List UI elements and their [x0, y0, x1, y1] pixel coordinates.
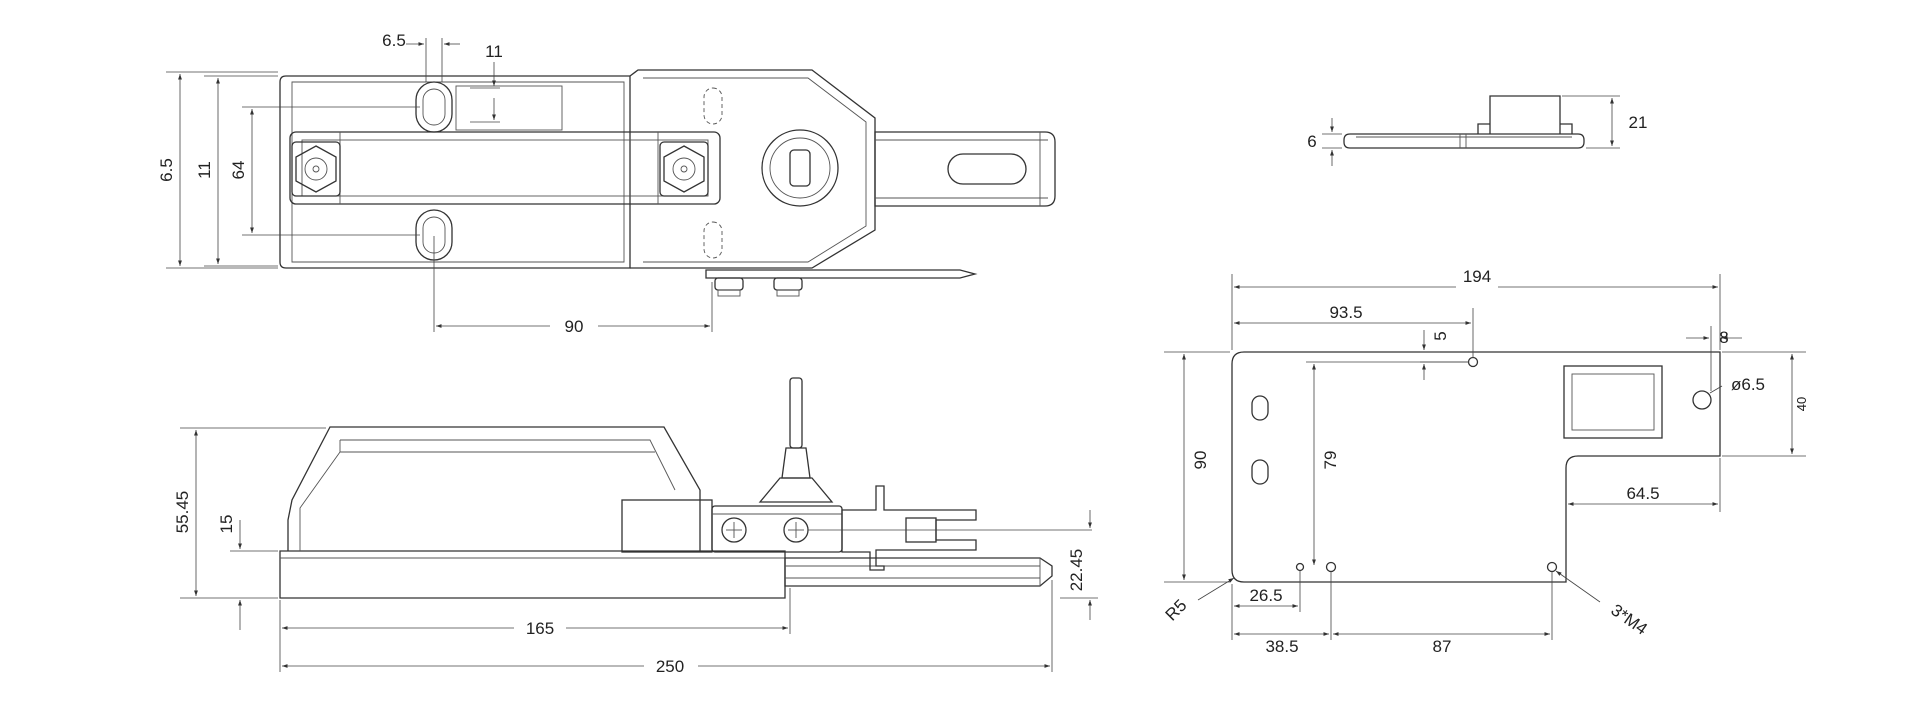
left-hex-bolt — [291, 141, 341, 197]
dim-6-side: 6 — [1307, 132, 1316, 151]
right-hex-bolt — [659, 141, 709, 197]
dim-55-45: 55.45 — [173, 491, 192, 534]
dim-38-5: 38.5 — [1265, 637, 1298, 656]
right-screw — [783, 517, 809, 543]
dim-6-5: 6.5 — [382, 31, 406, 50]
side-view: 6 21 — [1307, 95, 1648, 166]
side-view-dimensions: 6 21 — [1307, 95, 1648, 166]
dim-11: 11 — [485, 42, 503, 61]
dim-79: 79 — [1321, 451, 1340, 470]
dim-dia-6-5: ø6.5 — [1731, 375, 1765, 394]
side-view-body — [1343, 95, 1585, 149]
dim-8: 8 — [1719, 328, 1728, 347]
dim-42-5: 64 — [229, 161, 248, 180]
dim-64: 6.5 — [157, 158, 176, 182]
dim-250: 250 — [656, 657, 684, 676]
dim-90-plate: 90 — [1191, 451, 1210, 470]
dim-64-5: 64.5 — [1626, 484, 1659, 503]
front-view-dimensions: 55.45 15 22.45 165 250 — [173, 427, 1098, 676]
top-view-body — [279, 69, 1056, 297]
plate-view-dimensions: 194 93.5 5 8 ø6.5 40 — [1162, 267, 1809, 656]
left-screw — [721, 517, 747, 543]
dim-165: 165 — [526, 619, 554, 638]
top-view-dimensions: 6.5 11 64 6.5 11 90 — [157, 31, 713, 336]
top-view: 6.5 11 64 6.5 11 90 — [157, 31, 1056, 336]
dim-3-m4: 3*M4 — [1607, 600, 1650, 638]
dim-194: 194 — [1463, 267, 1491, 286]
dim-90-top: 90 — [565, 317, 584, 336]
dim-40: 40 — [1794, 397, 1809, 411]
dim-r5: R5 — [1162, 596, 1191, 625]
dim-26-5: 26.5 — [1249, 586, 1282, 605]
dim-5: 5 — [1431, 331, 1450, 340]
dim-93-5: 93.5 — [1329, 303, 1362, 322]
dim-15: 15 — [217, 515, 236, 534]
front-view-body — [279, 377, 1092, 599]
dim-21: 21 — [1629, 113, 1648, 132]
plate-outline — [1231, 351, 1721, 583]
plate-view: 194 93.5 5 8 ø6.5 40 — [1162, 267, 1809, 656]
dim-22-45: 22.45 — [1067, 549, 1086, 592]
front-view: 55.45 15 22.45 165 250 — [173, 377, 1098, 676]
dim-62: 11 — [195, 161, 214, 179]
dim-87: 87 — [1433, 637, 1452, 656]
